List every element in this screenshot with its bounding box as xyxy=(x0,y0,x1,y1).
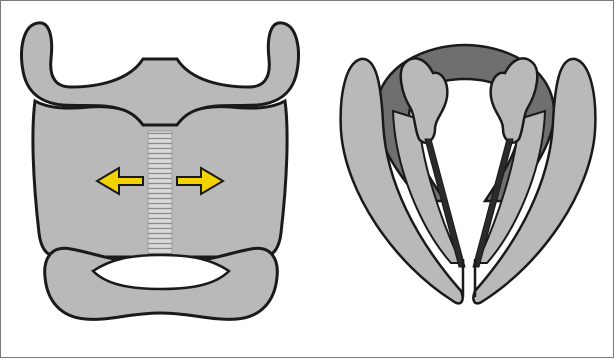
front-opening xyxy=(93,255,229,289)
front-view-panel xyxy=(22,23,299,319)
top-view-panel xyxy=(341,45,596,303)
center-ligament xyxy=(148,131,172,259)
